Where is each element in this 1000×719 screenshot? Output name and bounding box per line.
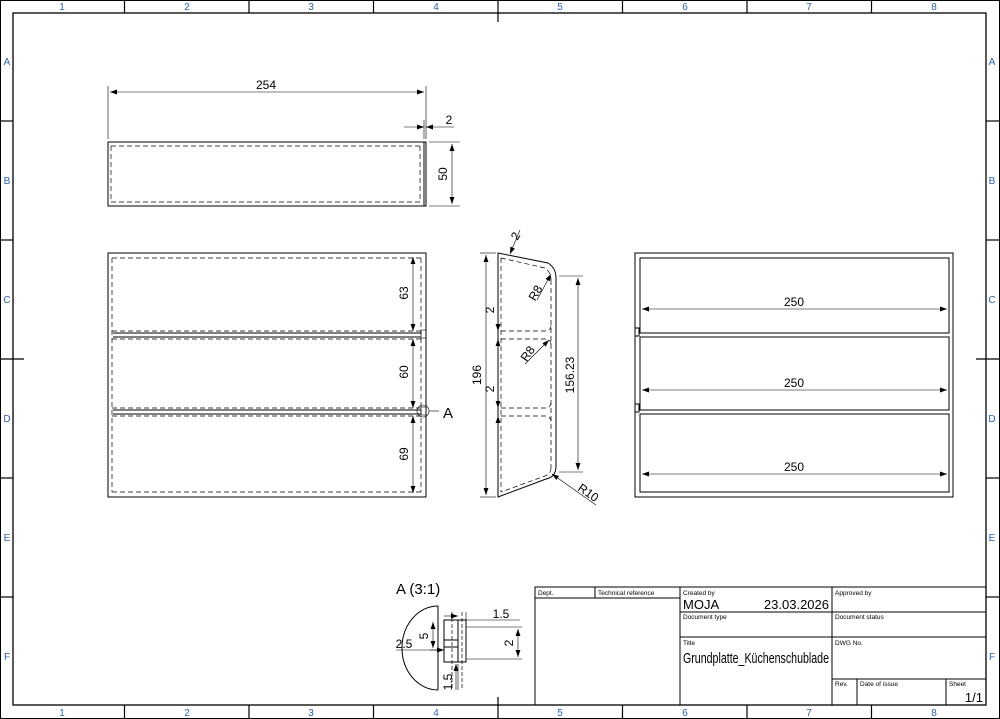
zone-col-label: 8 [931,2,937,13]
tb-techref-label: Technical reference [598,590,655,597]
zone-col-label: 4 [433,708,439,719]
dim-front-c2: 60 [397,365,411,379]
detail-view-a: A (3:1) [396,581,522,691]
zone-col-label: 6 [682,2,688,13]
zone-row-label: A [989,57,996,68]
dim-side-r-mid: R8 [518,343,538,364]
tb-rev-label: Rev. [835,681,848,688]
detail-title: A (3:1) [396,581,440,598]
zone-row-label: D [3,414,10,425]
dim-right-w1: 250 [784,295,804,309]
zone-row-label: C [3,295,10,306]
zone-labels-top: 1 2 3 4 5 6 7 8 [59,2,937,13]
front-view: 63 60 69 A [107,252,453,498]
zone-col-label: 5 [557,2,563,13]
dim-side-height: 196 [470,365,484,385]
dim-top-height: 50 [436,167,450,181]
zone-col-label: 4 [433,2,439,13]
dim-side-wall: 2 [508,229,524,242]
tb-issue-label: Date of issue [860,681,898,688]
zone-col-label: 3 [308,708,314,719]
zone-row-label: A [4,57,11,68]
zone-row-label: C [988,295,995,306]
zone-col-label: 3 [308,2,314,13]
zone-row-label: F [4,652,10,663]
title-block: Dept. Technical reference Created by MOJ… [534,586,987,706]
zone-col-label: 7 [806,2,812,13]
zone-col-label: 8 [931,708,937,719]
detail-dim-3: 2.5 [396,637,413,651]
zone-col-label: 7 [806,708,812,719]
zone-col-label: 2 [184,708,190,719]
tb-sheet-label: Sheet [949,681,966,688]
tb-created-value: MOJA [683,597,719,612]
tb-title-label: Title [683,640,695,647]
inner-border [12,12,987,706]
detail-dim-1: 1.5 [493,607,510,621]
tb-dwg-label: DWG No. [835,640,863,647]
zone-row-label: B [4,176,11,187]
zone-col-label: 2 [184,2,190,13]
tb-created-label: Created by [683,590,716,597]
detail-marker-label: A [443,405,453,422]
dim-top-wall: 2 [446,113,453,127]
detail-dim-5: 1.5 [441,673,455,690]
dim-side-gap1: 2 [483,306,497,313]
tb-title-value: Grundplatte_Küchenschublade [683,651,829,667]
dim-side-gap2: 2 [483,385,497,392]
zone-row-label: F [989,652,995,663]
side-view: 2 R8 R8 R10 196 156.23 2 2 [470,229,602,506]
tb-approved-label: Approved by [835,590,872,597]
zone-col-label: 1 [59,2,65,13]
tb-docstatus-label: Document status [835,614,885,621]
tb-doctype-label: Document type [683,614,727,621]
zone-labels-left: A B C D E F [3,57,10,663]
zone-labels-bottom: 1 2 3 4 5 6 7 8 [59,708,937,719]
zone-col-label: 1 [59,708,65,719]
zone-col-label: 6 [682,708,688,719]
tb-sheet-value: 1/1 [965,690,983,705]
dim-side-r-bottom: R10 [575,481,601,505]
dim-front-c3: 69 [397,447,411,461]
top-view: 254 2 50 [107,78,460,207]
tb-date-value: 23.03.2026 [764,597,829,612]
dim-right-w3: 250 [784,460,804,474]
zone-row-label: E [989,533,996,544]
dim-right-w2: 250 [784,376,804,390]
zone-col-label: 5 [557,708,563,719]
tb-dept-label: Dept. [538,590,554,597]
zone-row-label: B [989,176,996,187]
zone-row-label: D [988,414,995,425]
right-view: 250 250 250 [634,252,954,498]
dim-top-width: 254 [256,78,276,92]
detail-dim-2: 2 [502,639,516,646]
dim-side-inner-height: 156.23 [563,356,577,393]
dim-side-r-top: R8 [526,283,546,304]
zone-labels-right: A B C D E F [988,57,995,663]
detail-dim-4: 5 [417,632,431,639]
dim-front-c1: 63 [397,286,411,300]
zone-row-label: E [4,533,11,544]
